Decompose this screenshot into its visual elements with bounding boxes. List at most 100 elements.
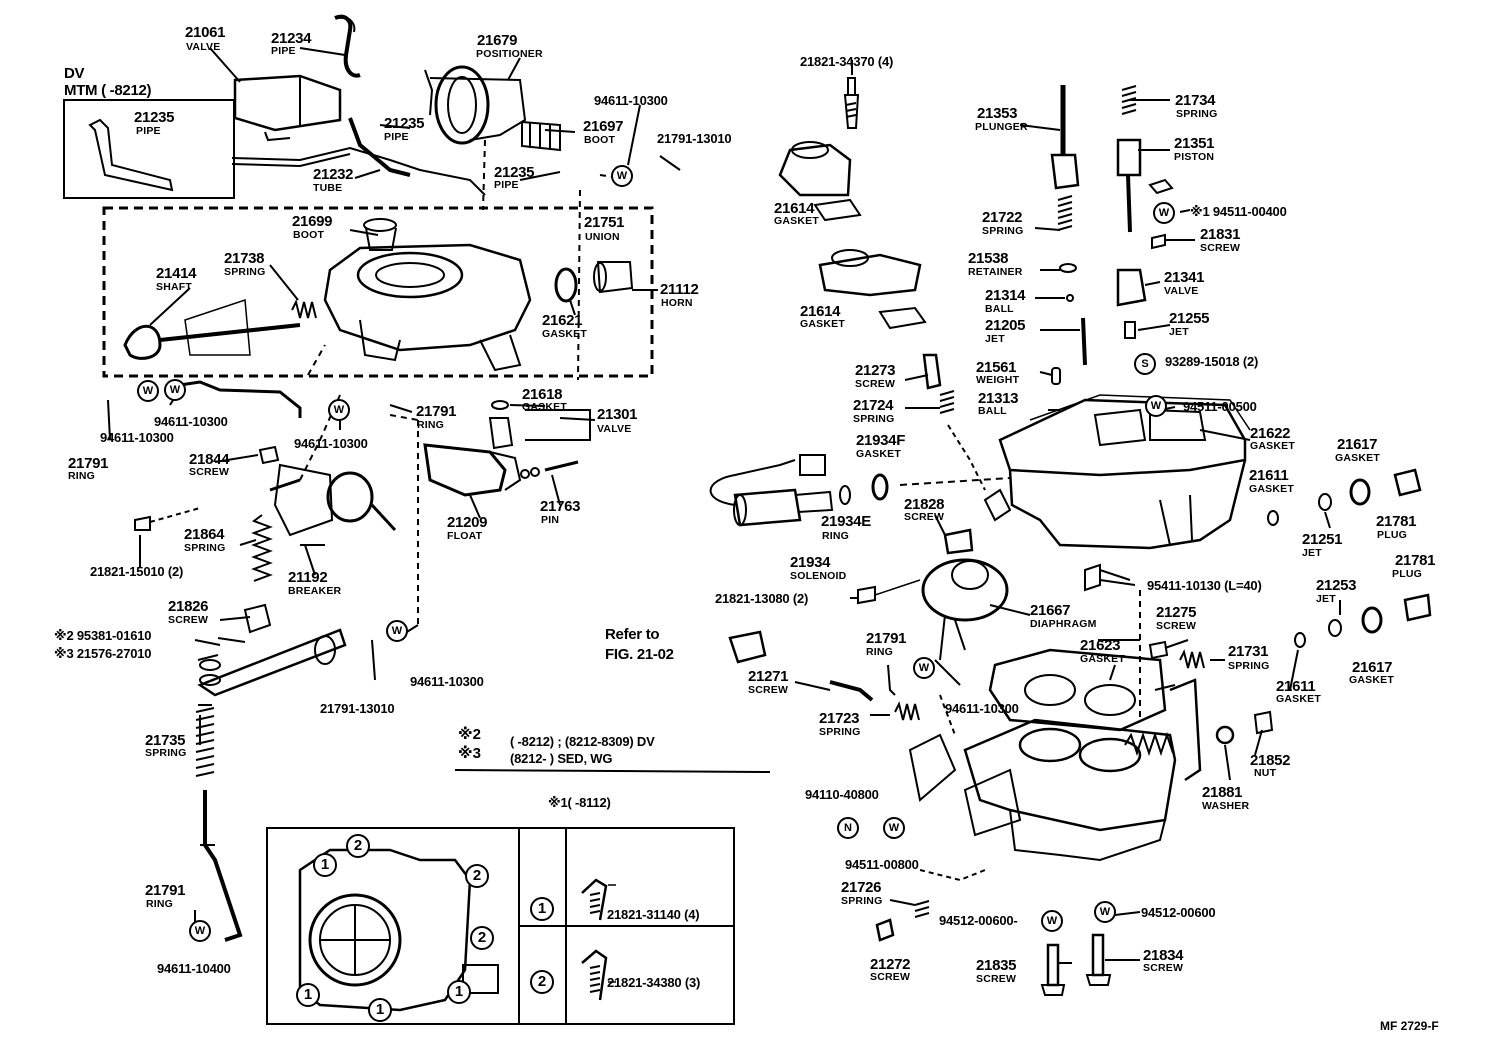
part-number[interactable]: 21821-34370 (4) — [800, 54, 894, 69]
part-number[interactable]: 21614 — [774, 200, 815, 217]
part-number[interactable]: 21791 — [145, 882, 186, 899]
part-number[interactable]: 95411-10130 (L=40) — [1147, 578, 1262, 593]
part-name: GASKET — [774, 215, 819, 227]
part-number[interactable]: 21781 — [1395, 552, 1436, 569]
part-number[interactable]: 21621 — [542, 312, 583, 329]
part-number[interactable]: 21235 — [134, 109, 175, 126]
part-number[interactable]: 21722 — [982, 209, 1023, 226]
part-number[interactable]: 94512-00600 — [1141, 905, 1216, 920]
part-number[interactable]: 94611-10300 — [294, 436, 368, 451]
part-number[interactable]: 94611-10400 — [157, 961, 231, 976]
part-number[interactable]: 21723 — [819, 710, 860, 727]
part-number[interactable]: 21232 — [313, 166, 354, 183]
part-number[interactable]: 21538 — [968, 250, 1009, 267]
part-number[interactable]: 21791-13010 — [320, 701, 395, 716]
part-number[interactable]: 21235 — [384, 115, 425, 132]
refer-line-2[interactable]: FIG. 21-02 — [605, 646, 674, 663]
part-number[interactable]: 21667 — [1030, 602, 1071, 619]
part-number[interactable]: 94511-00500 — [1183, 399, 1257, 414]
part-number[interactable]: 21414 — [156, 265, 197, 282]
part-number[interactable]: 21738 — [224, 250, 265, 267]
part-number[interactable]: 21234 — [271, 30, 312, 47]
part-number[interactable]: 94512-00600- — [939, 913, 1018, 928]
part-number[interactable]: 21791 — [416, 403, 457, 420]
part-number[interactable]: 21734 — [1175, 92, 1216, 109]
part-number[interactable]: 21763 — [540, 498, 581, 515]
part-number[interactable]: 21791 — [68, 455, 109, 472]
part-number[interactable]: 94611-10300 — [945, 701, 1019, 716]
part-number[interactable]: 21934 — [790, 554, 831, 571]
part-number[interactable]: 21826 — [168, 598, 209, 615]
part-number[interactable]: 21272 — [870, 956, 911, 973]
part-number[interactable]: 21205 — [985, 317, 1026, 334]
part-number[interactable]: 93289-15018 (2) — [1165, 354, 1259, 369]
part-number[interactable]: 21934E — [821, 513, 871, 530]
ref-1-icon: 1 — [530, 897, 554, 921]
part-number[interactable]: 21834 — [1143, 947, 1184, 964]
part-number[interactable]: 21617 — [1337, 436, 1378, 453]
part-number[interactable]: 21353 — [977, 105, 1018, 122]
nut-icon: N — [837, 817, 859, 839]
part-number[interactable]: 21301 — [597, 406, 638, 423]
part-number[interactable]: 21192 — [288, 569, 328, 586]
part-number[interactable]: ※1 94511-00400 — [1190, 205, 1287, 218]
part-number[interactable]: ※3 21576-27010 — [54, 647, 152, 660]
inset-part-2[interactable]: 21821-34380 (3) — [607, 975, 701, 990]
part-number[interactable]: 21791-13010 — [657, 131, 732, 146]
part-name: DIAPHRAGM — [1030, 618, 1097, 630]
part-number[interactable]: 21611 — [1276, 678, 1316, 695]
part-number[interactable]: 21791 — [866, 630, 907, 647]
part-number[interactable]: 21844 — [189, 451, 230, 468]
part-number[interactable]: 21697 — [583, 118, 624, 135]
part-number[interactable]: 21679 — [477, 32, 518, 49]
part-number[interactable]: 94110-40800 — [805, 787, 879, 802]
part-number[interactable]: 21618 — [522, 386, 563, 403]
part-number[interactable]: 21751 — [584, 214, 625, 231]
part-number[interactable]: 21061 — [185, 24, 226, 41]
part-number[interactable]: 21271 — [748, 668, 789, 685]
part-number[interactable]: ※2 95381-01610 — [54, 628, 152, 643]
part-number[interactable]: 94611-10300 — [410, 674, 484, 689]
part-number[interactable]: 21781 — [1376, 513, 1417, 530]
part-number[interactable]: 21614 — [800, 303, 841, 320]
part-number[interactable]: 21351 — [1174, 135, 1215, 152]
part-number[interactable]: 94611-10300 — [594, 93, 668, 108]
part-number[interactable]: 21561 — [976, 359, 1017, 376]
part-number[interactable]: 21881 — [1202, 784, 1243, 801]
part-number[interactable]: 21253 — [1316, 577, 1357, 594]
part-number[interactable]: 21622 — [1250, 425, 1291, 442]
part-number[interactable]: 94511-00800 — [845, 857, 919, 872]
part-number[interactable]: 21251 — [1302, 531, 1343, 548]
inset-part-1[interactable]: 21821-31140 (4) — [607, 907, 700, 922]
part-number[interactable]: 21235 — [494, 164, 535, 181]
part-number-text: 95381-01610 — [76, 628, 152, 643]
part-number[interactable]: 21617 — [1352, 659, 1393, 676]
part-number[interactable]: 21821-13080 (2) — [715, 591, 809, 606]
part-number[interactable]: 21852 — [1250, 752, 1291, 769]
part-number[interactable]: 21255 — [1169, 310, 1210, 327]
part-number[interactable]: 21724 — [853, 397, 894, 414]
part-number[interactable]: 94611-10300 — [154, 414, 228, 429]
part-number[interactable]: 21731 — [1228, 643, 1269, 660]
part-number[interactable]: 21864 — [184, 526, 225, 543]
part-number[interactable]: 21275 — [1156, 604, 1197, 621]
part-number[interactable]: 21313 — [978, 390, 1019, 407]
part-number[interactable]: 21209 — [447, 514, 488, 531]
part-number[interactable]: 21623 — [1080, 637, 1121, 654]
part-number[interactable]: 21735 — [145, 732, 186, 749]
part-number[interactable]: 21835 — [976, 957, 1017, 974]
part-name: WASHER — [1202, 800, 1250, 812]
part-number[interactable]: 21828 — [904, 496, 945, 513]
part-number[interactable]: 21341 — [1164, 269, 1205, 286]
part-number[interactable]: 21821-15010 (2) — [90, 564, 184, 579]
part-name: GASKET — [1349, 674, 1394, 686]
part-number[interactable]: 21934F — [856, 432, 906, 449]
part-number[interactable]: 21726 — [841, 879, 882, 896]
part-number[interactable]: 21273 — [855, 362, 896, 379]
part-number[interactable]: 21314 — [985, 287, 1026, 304]
part-number[interactable]: 21831 — [1200, 226, 1241, 243]
part-number[interactable]: 21699 — [292, 213, 333, 230]
part-number[interactable]: 21611 — [1249, 467, 1289, 484]
part-number[interactable]: 94611-10300 — [100, 430, 174, 445]
part-number[interactable]: 21112 — [660, 281, 699, 298]
